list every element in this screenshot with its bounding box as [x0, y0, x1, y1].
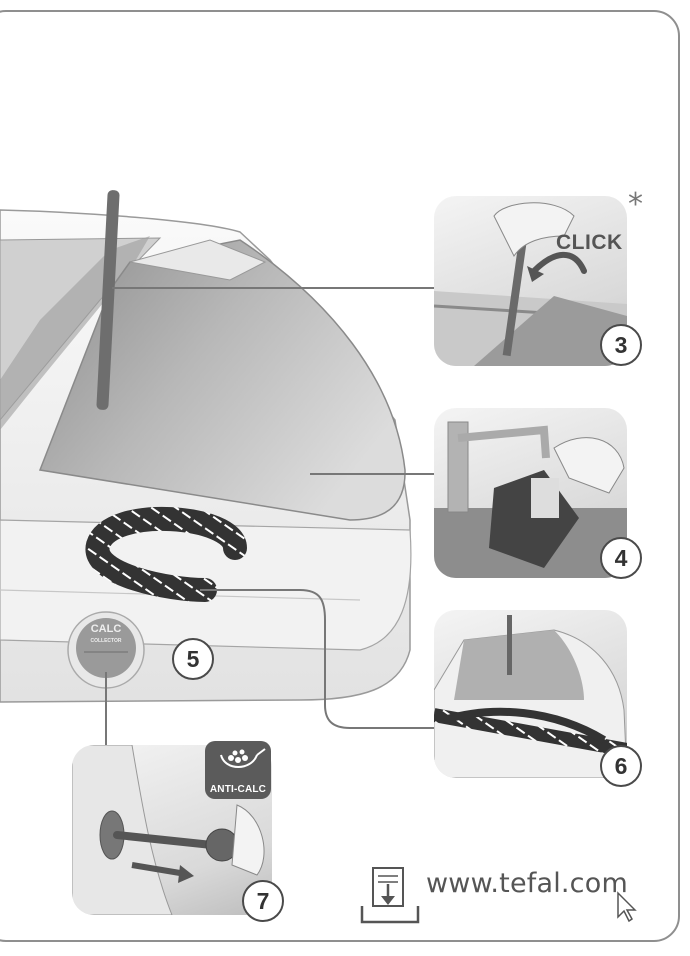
step3-number-badge: 3 [600, 324, 642, 366]
step4-panel [434, 408, 627, 578]
anti-calc-icon [220, 748, 266, 768]
step4-number-badge: 4 [600, 537, 642, 579]
step5-number-badge: 5 [172, 638, 214, 680]
click-label: CLICK [556, 231, 623, 254]
anti-calc-label: ANTI-CALC [209, 784, 267, 795]
hand-click-illustration [434, 202, 627, 366]
step7-number-badge: 7 [242, 880, 284, 922]
tap-filling-illustration [434, 421, 627, 578]
asterisk-marker: * [628, 187, 643, 222]
anti-calc-badge: ANTI-CALC [205, 741, 271, 799]
step3-panel [434, 196, 627, 366]
calc-collector-text-line1: CALC [91, 623, 122, 635]
hose-storage-illustration [434, 615, 627, 778]
step6-number-badge: 6 [600, 745, 642, 787]
step6-panel [434, 610, 627, 778]
website-link[interactable]: www.tefal.com [426, 868, 628, 899]
calc-collector-text-line2: COLLECTOR [90, 638, 121, 644]
calc-removal-illustration [72, 745, 265, 915]
